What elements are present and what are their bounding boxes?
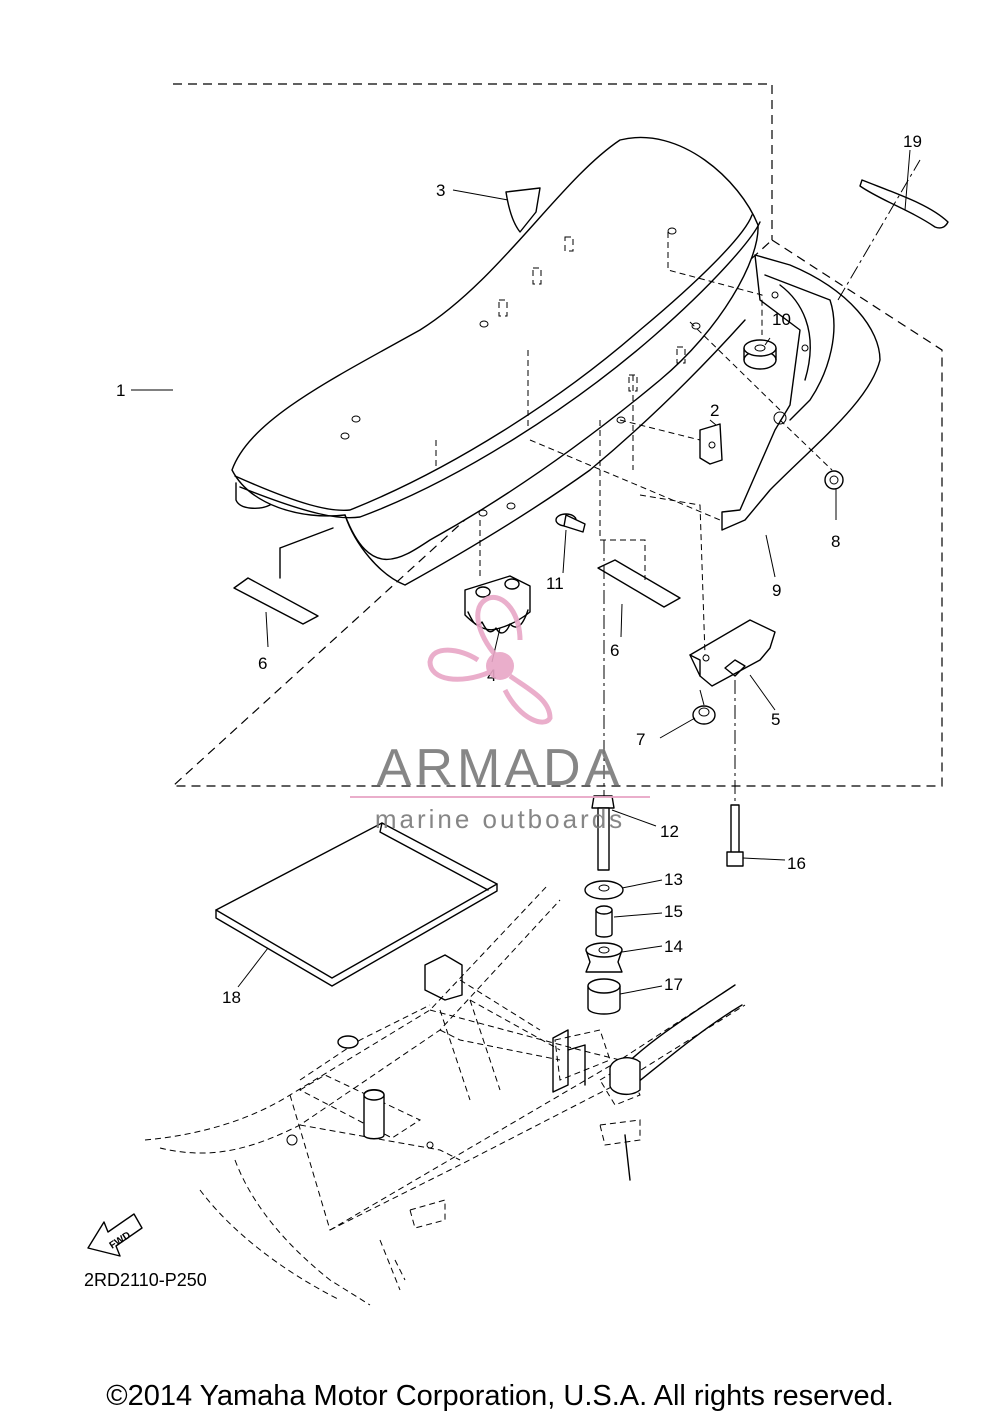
- callout-7: 7: [636, 730, 645, 749]
- part-18-sheet: [215, 822, 498, 987]
- callout-9: 9: [772, 581, 781, 600]
- callout-6b: 6: [610, 641, 619, 660]
- callout-13: 13: [664, 870, 683, 889]
- part-13-washer: [584, 880, 624, 900]
- part-5-bracket: [689, 619, 776, 687]
- callouts: 1 2 3 4 5 6 6 7 8 9 10 11 12 13 14 15 16…: [116, 132, 922, 1007]
- callout-3: 3: [436, 181, 445, 200]
- part-2-clip: [699, 423, 723, 465]
- callout-17: 17: [664, 975, 683, 994]
- callout-11: 11: [546, 574, 564, 593]
- copyright-notice: ©2014 Yamaha Motor Corporation, U.S.A. A…: [106, 1380, 894, 1412]
- seat: [231, 136, 761, 586]
- rear-cowl: [721, 254, 881, 531]
- callout-2: 2: [710, 401, 719, 420]
- callout-18: 18: [222, 988, 241, 1007]
- part-12-bolt: [591, 795, 615, 871]
- callout-14: 14: [664, 937, 683, 956]
- assembly-boundary: [171, 83, 943, 787]
- part-10-grommet: [743, 339, 777, 370]
- part-7-nut: [692, 705, 716, 725]
- part-6-pad-left: [233, 577, 319, 625]
- callout-5: 5: [771, 710, 780, 729]
- callout-10: 10: [772, 310, 791, 329]
- callout-19: 19: [903, 132, 922, 151]
- part-8-nut: [824, 470, 844, 490]
- callout-1: 1: [116, 381, 125, 400]
- propeller-logo-icon: [427, 595, 553, 725]
- part-14-grommet: [585, 942, 623, 973]
- callout-16: 16: [787, 854, 806, 873]
- callout-8: 8: [831, 532, 840, 551]
- part-15-collar: [595, 905, 613, 938]
- frame: [144, 884, 746, 1306]
- callout-6a: 6: [258, 654, 267, 673]
- part-19-emblem: [859, 179, 949, 229]
- watermark-tagline: marine outboards: [375, 804, 625, 834]
- fwd-arrow-icon: FWD: [87, 1213, 143, 1257]
- part-17-damper: [587, 978, 621, 1015]
- callout-12: 12: [660, 822, 679, 841]
- callout-15: 15: [664, 902, 683, 921]
- part-11-bolt: [555, 513, 586, 533]
- armada-watermark: ARMADA marine outboards: [350, 595, 650, 834]
- part-16-bolt: [726, 804, 744, 867]
- part-6-pad-right: [597, 559, 681, 608]
- watermark-brand: ARMADA: [377, 739, 623, 797]
- diagram-code: 2RD2110-P250: [84, 1270, 207, 1290]
- leader-lines: [131, 149, 921, 995]
